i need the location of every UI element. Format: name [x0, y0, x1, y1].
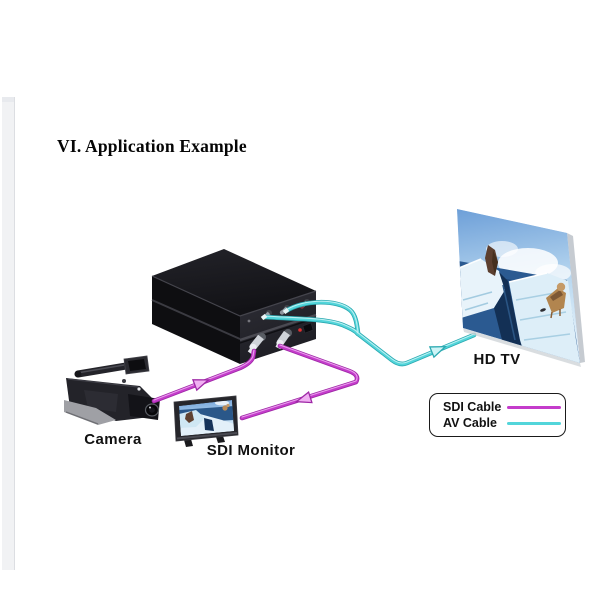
sdi-monitor-label: SDI Monitor	[207, 442, 296, 459]
camera-illustration	[64, 355, 160, 425]
box-unit-split-shadow	[239, 317, 317, 344]
box-edge-highlight	[151, 275, 317, 317]
legend-av-label: AV Cable	[443, 416, 497, 430]
box-top-face	[152, 249, 316, 316]
box-unit-split-left	[151, 299, 241, 340]
viewfinder-screen	[128, 359, 146, 371]
tv-ice-shading	[462, 291, 493, 311]
monitor-crevasse	[204, 418, 214, 431]
monitor-animal-head	[226, 403, 230, 408]
camera-indicator	[137, 387, 141, 391]
legend-row-av: AV Cable	[443, 415, 565, 431]
monitor-cloud	[215, 400, 229, 406]
tv-bottom-shadow	[463, 328, 581, 367]
cable-legend: SDI Cable AV Cable	[429, 393, 566, 437]
tv-fish	[540, 308, 546, 312]
tv-animal-tan-head	[556, 282, 566, 292]
tv-animal-legs	[550, 309, 561, 319]
arrow-box-to-tv	[428, 345, 448, 359]
monitor-animal-tan	[222, 405, 228, 411]
av-plug	[260, 313, 268, 321]
monitor-foot	[216, 436, 225, 443]
screw-dot	[247, 319, 251, 323]
arrow-camera-to-box	[191, 379, 211, 392]
tv-animal-brown-shade	[492, 250, 498, 275]
tv-side-shadow	[567, 233, 585, 363]
av-plug	[282, 307, 290, 315]
monitor-screen	[179, 400, 234, 436]
tv-screen	[457, 209, 580, 363]
sdi-connectors	[247, 329, 292, 355]
arrow-box-to-monitor	[294, 391, 313, 404]
tv-ice-edge	[458, 258, 482, 269]
lens-inner	[149, 407, 155, 413]
hdtv-illustration	[457, 209, 585, 367]
hd-tv-label: HD TV	[474, 351, 521, 368]
monitor-animal-brown	[185, 411, 194, 423]
section-title: VI. Application Example	[57, 136, 247, 156]
microphone-highlight	[79, 364, 125, 374]
legend-sdi-label: SDI Cable	[443, 400, 502, 414]
lens-glint	[149, 406, 151, 409]
legend-sdi-line	[507, 405, 561, 409]
camera-label: Camera	[84, 431, 142, 448]
camera-body-highlight	[67, 378, 139, 388]
scanned-page-edge	[2, 97, 15, 570]
camera-microphone	[74, 362, 130, 378]
rca-tip-white	[279, 310, 285, 315]
monitor-bottom-strip	[176, 432, 238, 440]
camera-shoulder-pad	[64, 400, 116, 425]
tv-crevasse-streak	[502, 284, 516, 341]
camera-side-panel	[84, 390, 118, 412]
tv-ice-edge	[508, 272, 548, 283]
av-cable	[260, 301, 474, 364]
page-edge-shadow	[2, 97, 14, 102]
monitor-foot	[184, 439, 193, 447]
tv-animal-tan-back	[550, 290, 563, 301]
legend-av-line	[507, 421, 561, 425]
microphone-tip	[74, 370, 82, 378]
shoulder-pad-edge	[65, 411, 99, 425]
camera-knob	[122, 379, 126, 383]
power-jack	[302, 322, 314, 334]
legend-row-sdi: SDI Cable	[443, 399, 565, 415]
sdi-monitor-illustration	[173, 395, 239, 447]
power-led	[298, 328, 302, 332]
